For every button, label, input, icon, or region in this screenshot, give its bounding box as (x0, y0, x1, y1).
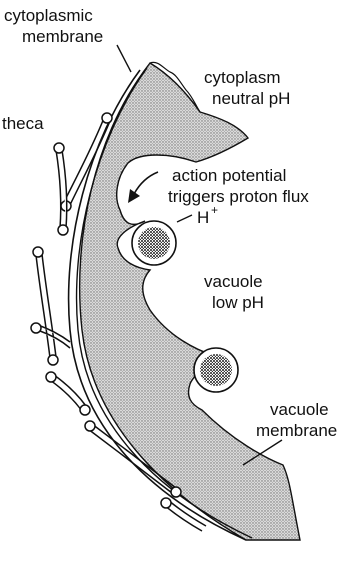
label-triggers-proton-flux: triggers proton flux (168, 187, 309, 206)
label-cytoplasmic-membrane-1: cytoplasmic (4, 6, 93, 25)
label-cytoplasm-2: neutral pH (212, 89, 290, 108)
label-low-ph: low pH (212, 293, 264, 312)
proton-pointer (177, 215, 192, 222)
arrow-head (128, 189, 140, 203)
label-cytoplasmic-membrane-2: membrane (22, 27, 103, 46)
label-cytoplasm-1: cytoplasm (204, 68, 281, 87)
label-vacuole-membrane-1: vacuole (270, 400, 329, 419)
vesicle-lower (194, 348, 238, 392)
label-theca: theca (2, 114, 44, 133)
vesicle-upper (132, 221, 176, 265)
cytoplasm-region (80, 63, 300, 540)
label-proton: H (197, 208, 209, 227)
proton-flux-arrow (134, 172, 158, 194)
label-vacuole: vacuole (204, 272, 263, 291)
label-vacuole-membrane-2: membrane (256, 421, 337, 440)
cytoplasmic-membrane-pointer (117, 45, 131, 72)
label-proton-charge: + (211, 203, 218, 217)
label-action-potential: action potential (172, 166, 286, 185)
